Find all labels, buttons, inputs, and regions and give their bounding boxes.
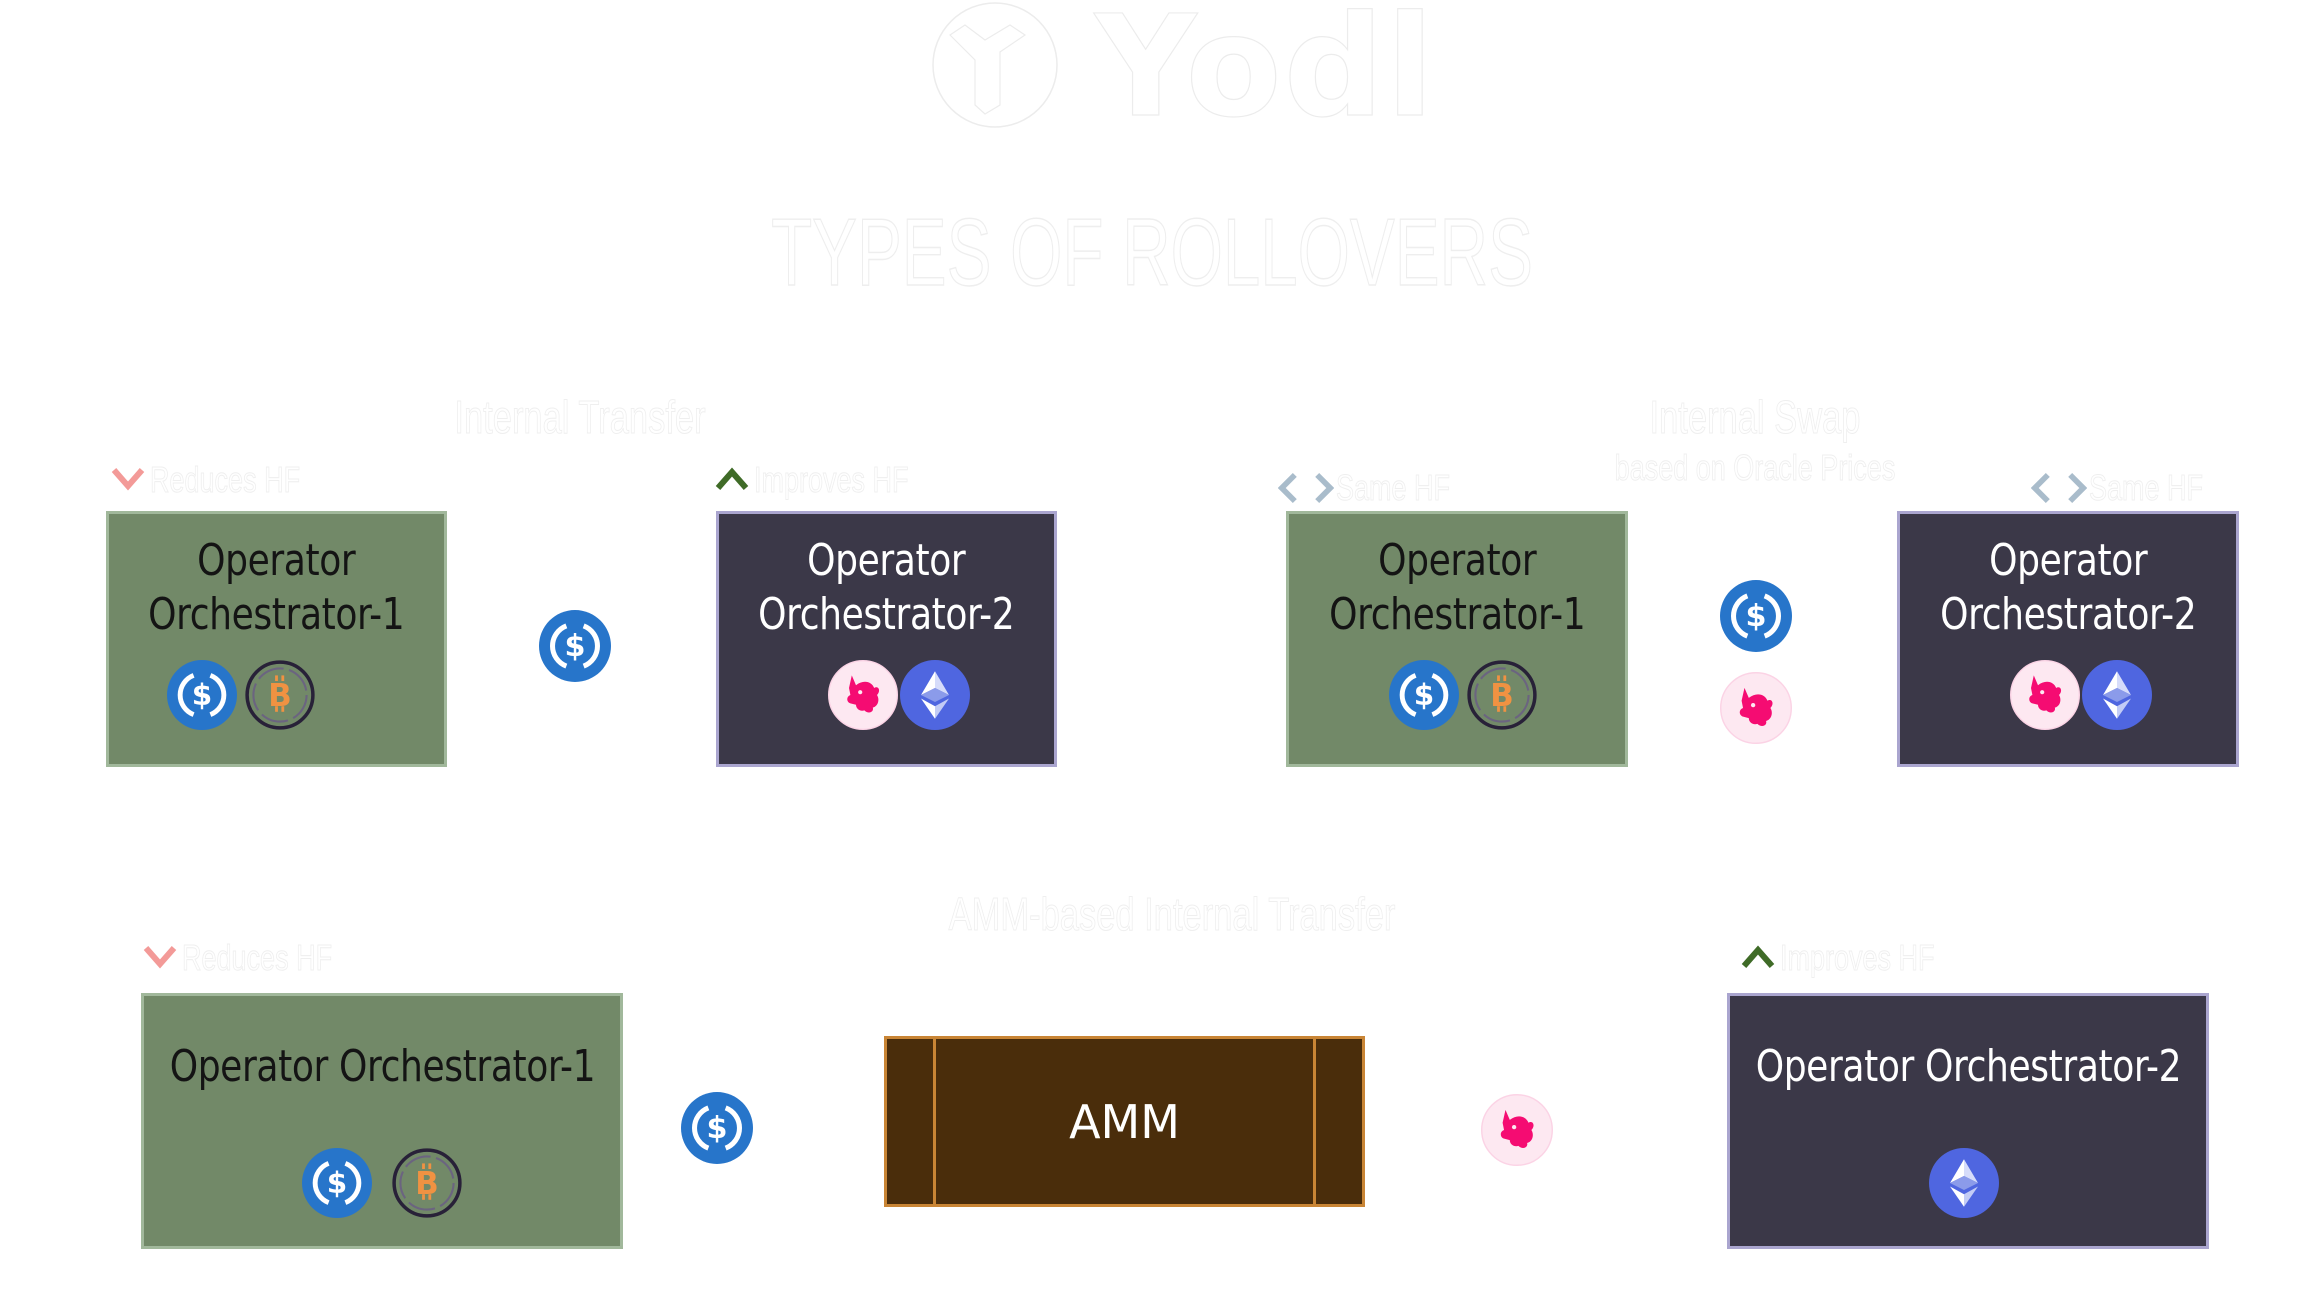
amm-label: AMM (1069, 1094, 1180, 1149)
usdc-icon (681, 1092, 753, 1164)
box-title-line: Operator (807, 535, 966, 586)
box-title-line: Orchestrator-2 (1939, 589, 2197, 640)
coin-list (167, 660, 315, 730)
chevrons-left-right-icon (1278, 468, 1334, 508)
operator-orchestrator-2-box[interactable]: Operator Orchestrator-2 (1727, 993, 2209, 1249)
box-title-line: Orchestrator-2 (758, 589, 1015, 640)
usdc-icon (302, 1148, 372, 1218)
eth-icon (1929, 1148, 1999, 1218)
hf-indicator-improves: Improves HF (712, 459, 960, 501)
coin-list (2010, 660, 2152, 730)
usdc-icon (1720, 580, 1792, 652)
box-title-line: Operator (1377, 535, 1537, 586)
operator-orchestrator-2-box[interactable]: Operator Orchestrator-2 (716, 511, 1057, 767)
uni-icon (828, 660, 898, 730)
operator-orchestrator-1-box[interactable]: Operator Orchestrator-1 (141, 993, 623, 1249)
wbtc-icon (245, 660, 315, 730)
operator-orchestrator-1-box[interactable]: Operator Orchestrator-1 (1286, 511, 1628, 767)
section-title-internal-transfer: Internal Transfer (454, 391, 706, 444)
uni-icon (1720, 672, 1792, 744)
operator-orchestrator-2-box[interactable]: Operator Orchestrator-2 (1897, 511, 2239, 767)
section-title-amm-transfer: AMM-based Internal Transfer (948, 888, 1396, 941)
uni-icon (2010, 660, 2080, 730)
coin-list (302, 1148, 462, 1218)
eth-icon (2082, 660, 2152, 730)
coin-list (1389, 660, 1537, 730)
box-title: Operator Orchestrator-2 (758, 534, 1015, 642)
chevron-up-icon (1738, 938, 1778, 978)
usdc-icon (167, 660, 237, 730)
hf-label: Reduces HF (150, 459, 301, 501)
hf-indicator-improves: Improves HF (1738, 937, 1986, 979)
wbtc-icon (392, 1148, 462, 1218)
brand-logo: Yodl (930, 0, 1435, 150)
box-title: Operator Orchestrator-1 (169, 1041, 595, 1092)
hf-indicator-reduces: Reduces HF (108, 459, 350, 501)
box-title: Operator Orchestrator-2 (1755, 1041, 2181, 1092)
box-title-line: Orchestrator-1 (1328, 589, 1586, 640)
usdc-icon (1389, 660, 1459, 730)
wbtc-icon (1467, 660, 1537, 730)
chevron-down-icon (108, 460, 148, 500)
hf-label: Improves HF (754, 459, 909, 501)
chevron-down-icon (140, 938, 180, 978)
hf-label: Improves HF (1780, 937, 1935, 979)
yodl-y-logo-icon (932, 2, 1058, 128)
brand-name: Yodl (1094, 0, 1436, 150)
coin-list (828, 660, 970, 730)
hf-label: Same HF (2089, 467, 2204, 509)
box-title-line: Orchestrator-1 (148, 589, 405, 640)
section-title-internal-swap: Internal Swap (1649, 391, 1861, 444)
hf-indicator-same: Same HF (2031, 467, 2241, 509)
box-title-line: Operator (1988, 535, 2148, 586)
amm-divider-left (933, 1039, 936, 1204)
hf-indicator-same: Same HF (1278, 467, 1488, 509)
section-subtitle-oracle: based on Oracle Prices (1614, 447, 1896, 489)
operator-orchestrator-1-box[interactable]: Operator Orchestrator-1 (106, 511, 447, 767)
eth-icon (900, 660, 970, 730)
uni-icon (1481, 1094, 1553, 1166)
chevron-up-icon (712, 460, 752, 500)
amm-divider-right (1313, 1039, 1316, 1204)
hf-label: Reduces HF (182, 937, 333, 979)
hf-label: Same HF (1336, 467, 1451, 509)
box-title: Operator Orchestrator-1 (148, 534, 405, 642)
box-title-line: Operator (197, 535, 356, 586)
usdc-icon (539, 610, 611, 682)
box-title: Operator Orchestrator-2 (1939, 534, 2197, 642)
chevrons-left-right-icon (2031, 468, 2087, 508)
coin-list (1929, 1148, 1999, 1218)
page-title: TYPES OF ROLLOVERS (771, 198, 1534, 306)
amm-box[interactable]: AMM (884, 1036, 1365, 1207)
box-title: Operator Orchestrator-1 (1328, 534, 1586, 642)
hf-indicator-reduces: Reduces HF (140, 937, 382, 979)
